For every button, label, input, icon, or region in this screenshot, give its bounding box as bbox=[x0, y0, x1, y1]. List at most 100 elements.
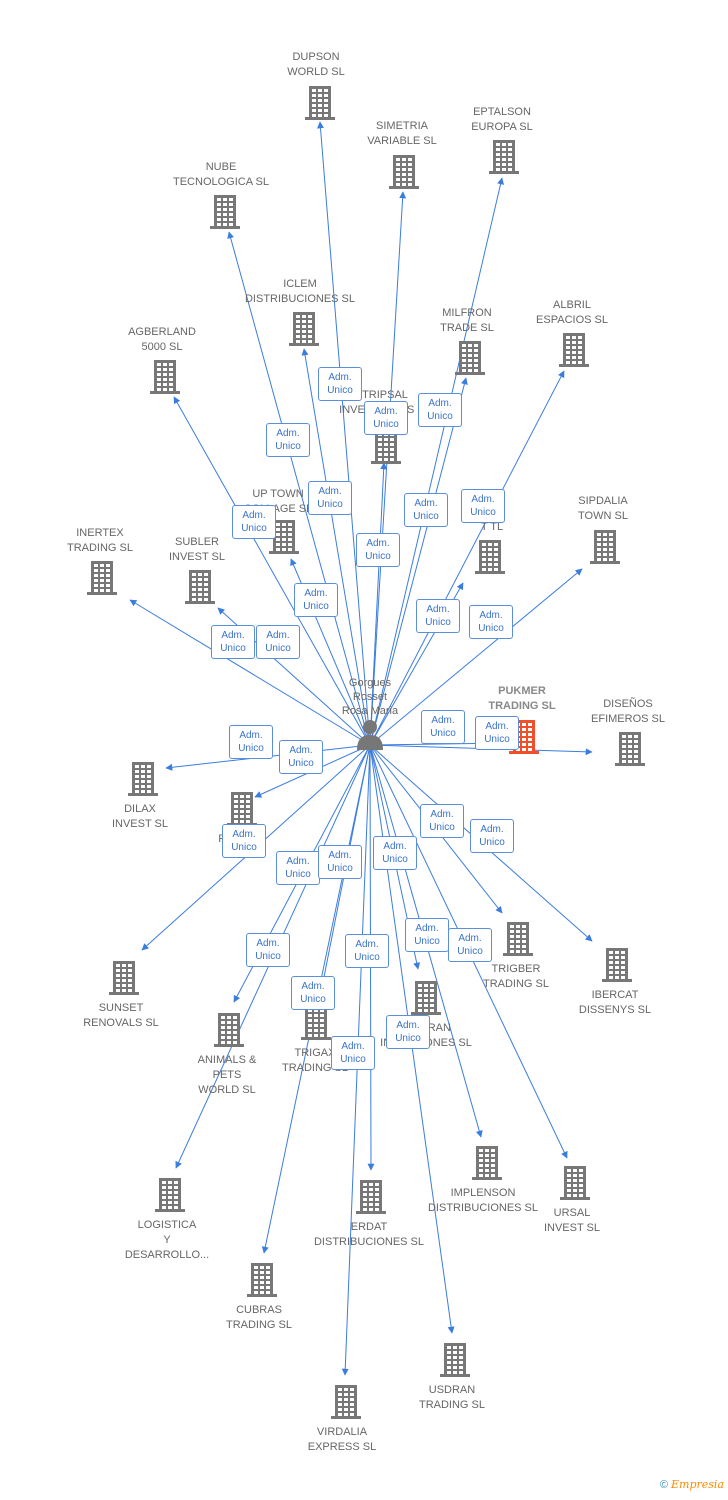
company-node-iclem[interactable] bbox=[289, 312, 319, 346]
role-label: Adm. Unico bbox=[303, 588, 329, 612]
company-node-animals[interactable] bbox=[214, 1013, 244, 1047]
building-icon bbox=[503, 922, 533, 956]
company-node-ibercat[interactable] bbox=[602, 948, 632, 982]
role-badge-trigber: Adm. Unico bbox=[420, 804, 464, 838]
company-label-dupson[interactable]: DUPSON WORLD SL bbox=[251, 50, 381, 80]
company-node-subler[interactable] bbox=[185, 570, 215, 604]
company-label-nube[interactable]: NUBE TECNOLOGICA SL bbox=[156, 160, 286, 190]
company-name: DILAX INVEST SL bbox=[111, 803, 169, 830]
role-label: Adm. Unico bbox=[425, 604, 451, 628]
building-icon bbox=[150, 360, 180, 394]
role-badge-albril: Adm. Unico bbox=[461, 489, 505, 523]
company-node-disenos[interactable] bbox=[615, 732, 645, 766]
company-label-virdalia[interactable]: VIRDALIA EXPRESS SL bbox=[277, 1425, 407, 1455]
role-label: Adm. Unico bbox=[470, 494, 496, 518]
company-node-milfron[interactable] bbox=[455, 341, 485, 375]
company-node-implenson[interactable] bbox=[472, 1146, 502, 1180]
building-icon bbox=[590, 530, 620, 564]
company-label-usdran[interactable]: USDRAN TRADING SL bbox=[387, 1383, 517, 1413]
company-label-erdat[interactable]: ERDAT DISTRIBUCIONES SL bbox=[304, 1220, 434, 1250]
company-node-usdran[interactable] bbox=[440, 1343, 470, 1377]
company-node-cubras[interactable] bbox=[247, 1263, 277, 1297]
company-node-inertex[interactable] bbox=[87, 561, 117, 595]
company-label-implenson[interactable]: IMPLENSON DISTRIBUCIONES SL bbox=[418, 1186, 548, 1216]
company-node-simetria[interactable] bbox=[389, 155, 419, 189]
company-node-talbran[interactable] bbox=[411, 981, 441, 1015]
company-name: VIRDALIA EXPRESS SL bbox=[307, 1426, 377, 1453]
company-name: T TL bbox=[480, 521, 504, 533]
company-node-erdat[interactable] bbox=[356, 1180, 386, 1214]
role-badge-usdran: Adm. Unico bbox=[386, 1015, 430, 1049]
building-icon bbox=[356, 1180, 386, 1214]
company-node-eptalson[interactable] bbox=[489, 140, 519, 174]
building-icon bbox=[227, 792, 257, 826]
role-label: Adm. Unico bbox=[327, 372, 353, 396]
company-node-nube[interactable] bbox=[210, 195, 240, 229]
company-name: INERTEX TRADING SL bbox=[66, 527, 133, 554]
company-node-tl[interactable] bbox=[475, 540, 505, 574]
company-node-logistica[interactable] bbox=[155, 1178, 185, 1212]
company-node-trigber[interactable] bbox=[503, 922, 533, 956]
role-label: Adm. Unico bbox=[241, 510, 267, 534]
company-label-disenos[interactable]: DISEÑOS EFIMEROS SL bbox=[563, 697, 693, 727]
company-node-virdalia[interactable] bbox=[331, 1385, 361, 1419]
company-name: TRIGBER TRADING SL bbox=[482, 963, 549, 990]
role-badge-ibercat: Adm. Unico bbox=[470, 819, 514, 853]
company-label-subler[interactable]: SUBLER INVEST SL bbox=[132, 535, 262, 565]
role-badge-sunset: Adm. Unico bbox=[222, 824, 266, 858]
company-node-dilax[interactable] bbox=[128, 762, 158, 796]
role-label: Adm. Unico bbox=[275, 428, 301, 452]
company-label-ibercat[interactable]: IBERCAT DISSENYS SL bbox=[550, 988, 680, 1018]
company-label-milfron[interactable]: MILFRON TRADE SL bbox=[402, 306, 532, 336]
role-badge-inertex: Adm. Unico bbox=[211, 625, 255, 659]
company-name: PUKMER TRADING SL bbox=[488, 685, 556, 712]
company-label-tl[interactable]: T TL bbox=[427, 520, 557, 535]
company-node-trigax[interactable] bbox=[301, 1006, 331, 1040]
building-icon bbox=[371, 430, 401, 464]
company-node-agberland[interactable] bbox=[150, 360, 180, 394]
company-label-animals[interactable]: ANIMALS & PETS WORLD SL bbox=[162, 1053, 292, 1098]
person-node[interactable]: Gorgues Rosset Rosa Maria bbox=[305, 676, 435, 750]
company-name: USDRAN TRADING SL bbox=[418, 1384, 485, 1411]
role-badge-cubras: Adm. Unico bbox=[291, 976, 335, 1010]
footer-brand[interactable]: © Empresia bbox=[660, 1478, 724, 1491]
company-label-pukmer[interactable]: PUKMER TRADING SL bbox=[457, 684, 587, 714]
role-label: Adm. Unico bbox=[429, 809, 455, 833]
role-label: Adm. Unico bbox=[478, 610, 504, 634]
company-name: EPTALSON EUROPA SL bbox=[471, 106, 533, 133]
company-label-albril[interactable]: ALBRIL ESPACIOS SL bbox=[507, 298, 637, 328]
company-label-agberland[interactable]: AGBERLAND 5000 SL bbox=[97, 325, 227, 355]
company-label-trigber[interactable]: TRIGBER TRADING SL bbox=[451, 962, 581, 992]
company-node-sipdalia[interactable] bbox=[590, 530, 620, 564]
company-node-uptown[interactable] bbox=[269, 520, 299, 554]
building-icon bbox=[301, 1006, 331, 1040]
company-node-tripsal[interactable] bbox=[371, 430, 401, 464]
company-node-sunset[interactable] bbox=[109, 961, 139, 995]
role-label: Adm. Unico bbox=[373, 406, 399, 430]
role-badge-trigax: Adm. Unico bbox=[318, 845, 362, 879]
role-badge-sipdalia: Adm. Unico bbox=[469, 605, 513, 639]
edge-milfron bbox=[369, 377, 468, 746]
company-node-dupson[interactable] bbox=[305, 86, 335, 120]
edge-tripsal bbox=[369, 462, 388, 746]
company-name: ALBRIL ESPACIOS SL bbox=[536, 299, 608, 326]
company-node-rapsel[interactable] bbox=[227, 792, 257, 826]
company-label-iclem[interactable]: ICLEM DISTRIBUCIONES SL bbox=[235, 277, 365, 307]
company-label-sipdalia[interactable]: SIPDALIA TOWN SL bbox=[538, 494, 668, 524]
building-icon bbox=[559, 333, 589, 367]
role-label: Adm. Unico bbox=[382, 841, 408, 865]
building-icon bbox=[210, 195, 240, 229]
company-label-logistica[interactable]: LOGISTICA Y DESARROLLO... bbox=[102, 1218, 232, 1263]
company-label-sunset[interactable]: SUNSET RENOVALS SL bbox=[56, 1001, 186, 1031]
company-node-ursal[interactable] bbox=[560, 1166, 590, 1200]
company-label-inertex[interactable]: INERTEX TRADING SL bbox=[35, 526, 165, 556]
company-label-dilax[interactable]: DILAX INVEST SL bbox=[75, 802, 205, 832]
role-badge-dupson: Adm. Unico bbox=[318, 367, 362, 401]
company-label-eptalson[interactable]: EPTALSON EUROPA SL bbox=[437, 105, 567, 135]
company-label-cubras[interactable]: CUBRAS TRADING SL bbox=[194, 1303, 324, 1333]
company-label-ursal[interactable]: URSAL INVEST SL bbox=[507, 1206, 637, 1236]
company-node-albril[interactable] bbox=[559, 333, 589, 367]
company-label-simetria[interactable]: SIMETRIA VARIABLE SL bbox=[337, 119, 467, 149]
role-label: Adm. Unico bbox=[231, 829, 257, 853]
building-icon bbox=[472, 1146, 502, 1180]
